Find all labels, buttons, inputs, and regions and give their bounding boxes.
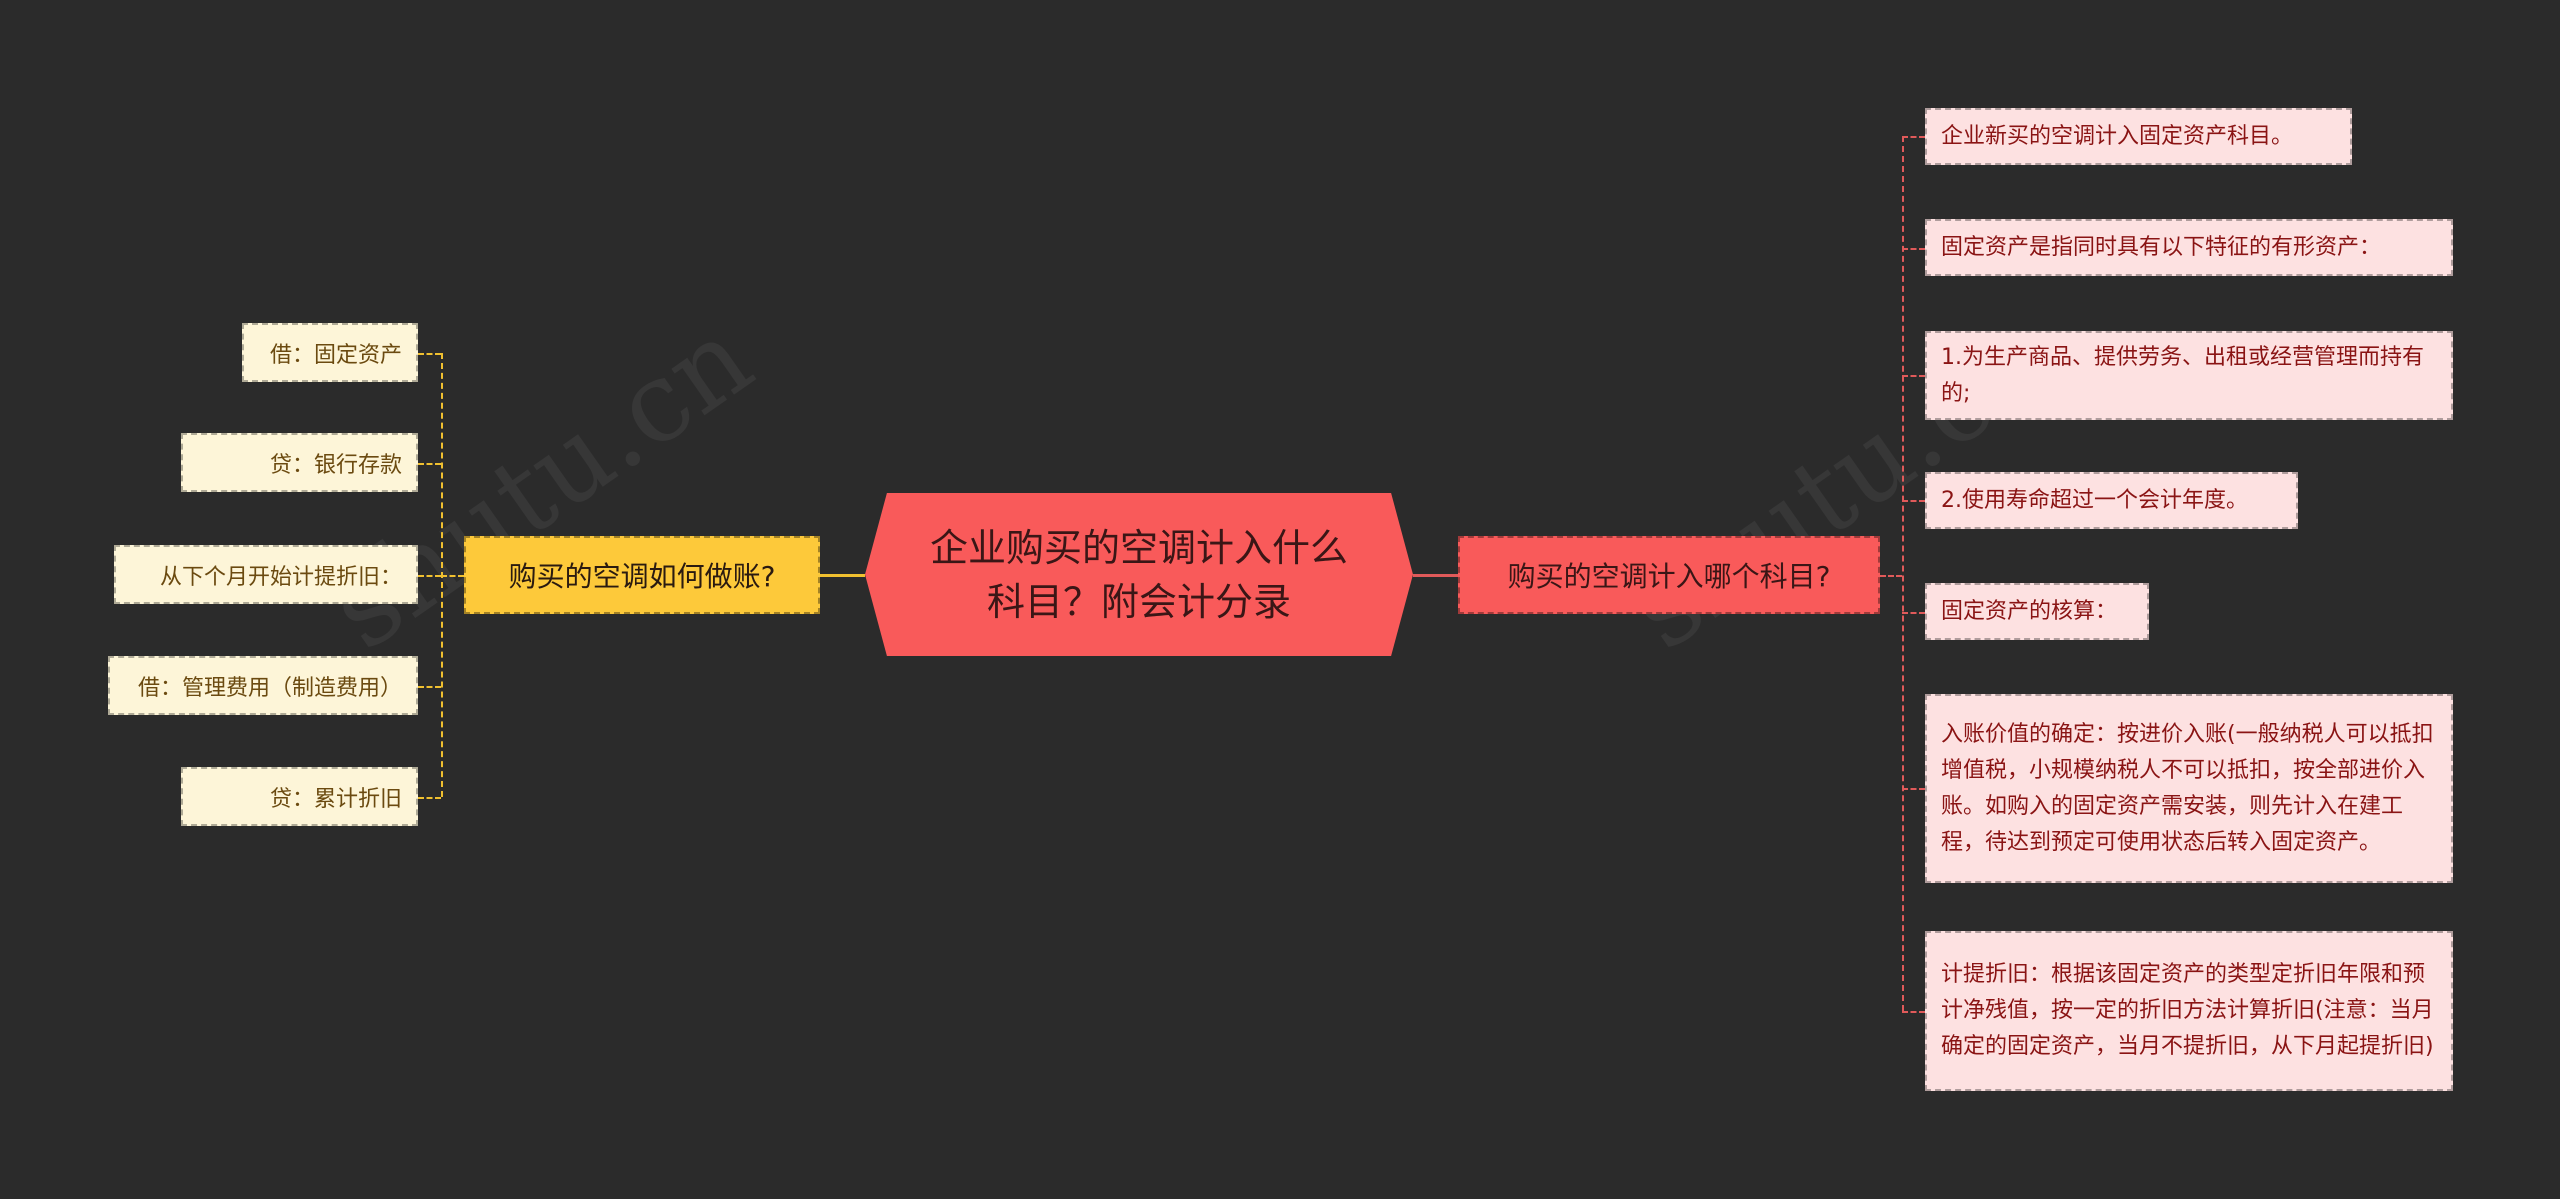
- connector: [1413, 574, 1458, 577]
- leaf-text: 计提折旧：根据该固定资产的类型定折旧年限和预计净残值，按一定的折旧方法计算折旧(…: [1941, 962, 2434, 1059]
- connector: [1902, 1011, 1925, 1013]
- connector: [418, 575, 441, 577]
- leaf-text: 从下个月开始计提折旧：: [159, 564, 402, 590]
- connector: [418, 463, 441, 465]
- connector: [1880, 575, 1902, 577]
- right-leaf[interactable]: 固定资产是指同时具有以下特征的有形资产：: [1925, 219, 2453, 276]
- branch-label: 购买的空调计入哪个科目?: [1507, 560, 1831, 593]
- connector: [1902, 612, 1925, 614]
- left-leaf[interactable]: 贷：累计折旧: [181, 767, 418, 826]
- connector: [418, 797, 441, 799]
- connector: [441, 353, 443, 797]
- connector: [418, 353, 441, 355]
- central-topic-text: 企业购买的空调计入什么科目？附会计分录: [929, 525, 1348, 624]
- right-leaf[interactable]: 1.为生产商品、提供劳务、出租或经营管理而持有的;: [1925, 331, 2453, 420]
- leaf-text: 入账价值的确定：按进价入账(一般纳税人可以抵扣增值税，小规模纳税人不可以抵扣，按…: [1941, 721, 2434, 855]
- connector: [1902, 375, 1925, 377]
- right-leaf[interactable]: 入账价值的确定：按进价入账(一般纳税人可以抵扣增值税，小规模纳税人不可以抵扣，按…: [1925, 694, 2453, 883]
- branch-label: 购买的空调如何做账?: [508, 560, 776, 593]
- leaf-text: 借：管理费用（制造费用）: [137, 675, 402, 701]
- connector: [1902, 788, 1925, 790]
- leaf-text: 固定资产的核算：: [1941, 598, 2118, 624]
- connector: [820, 574, 865, 577]
- right-leaf[interactable]: 计提折旧：根据该固定资产的类型定折旧年限和预计净残值，按一定的折旧方法计算折旧(…: [1925, 931, 2453, 1091]
- leaf-text: 贷：累计折旧: [269, 786, 402, 812]
- leaf-text: 企业新买的空调计入固定资产科目。: [1941, 123, 2294, 149]
- connector: [1902, 136, 1904, 1011]
- leaf-text: 贷：银行存款: [269, 452, 402, 478]
- leaf-text: 2.使用寿命超过一个会计年度。: [1941, 487, 2248, 513]
- connector: [1902, 248, 1925, 250]
- right-leaf[interactable]: 企业新买的空调计入固定资产科目。: [1925, 108, 2352, 165]
- connector: [1902, 500, 1925, 502]
- connector: [441, 575, 464, 577]
- right-leaf[interactable]: 固定资产的核算：: [1925, 583, 2149, 640]
- leaf-text: 1.为生产商品、提供劳务、出租或经营管理而持有的;: [1941, 344, 2424, 406]
- leaf-text: 借：固定资产: [269, 342, 402, 368]
- connector: [418, 686, 441, 688]
- central-topic[interactable]: 企业购买的空调计入什么科目？附会计分录: [865, 493, 1413, 656]
- branch-account-subject[interactable]: 购买的空调计入哪个科目?: [1458, 536, 1880, 614]
- left-leaf[interactable]: 借：管理费用（制造费用）: [108, 656, 418, 715]
- leaf-text: 固定资产是指同时具有以下特征的有形资产：: [1941, 234, 2382, 260]
- left-leaf[interactable]: 借：固定资产: [242, 323, 418, 382]
- left-leaf[interactable]: 从下个月开始计提折旧：: [114, 545, 418, 604]
- right-leaf[interactable]: 2.使用寿命超过一个会计年度。: [1925, 472, 2298, 529]
- branch-bookkeeping[interactable]: 购买的空调如何做账?: [464, 536, 820, 614]
- left-leaf[interactable]: 贷：银行存款: [181, 433, 418, 492]
- connector: [1902, 136, 1925, 138]
